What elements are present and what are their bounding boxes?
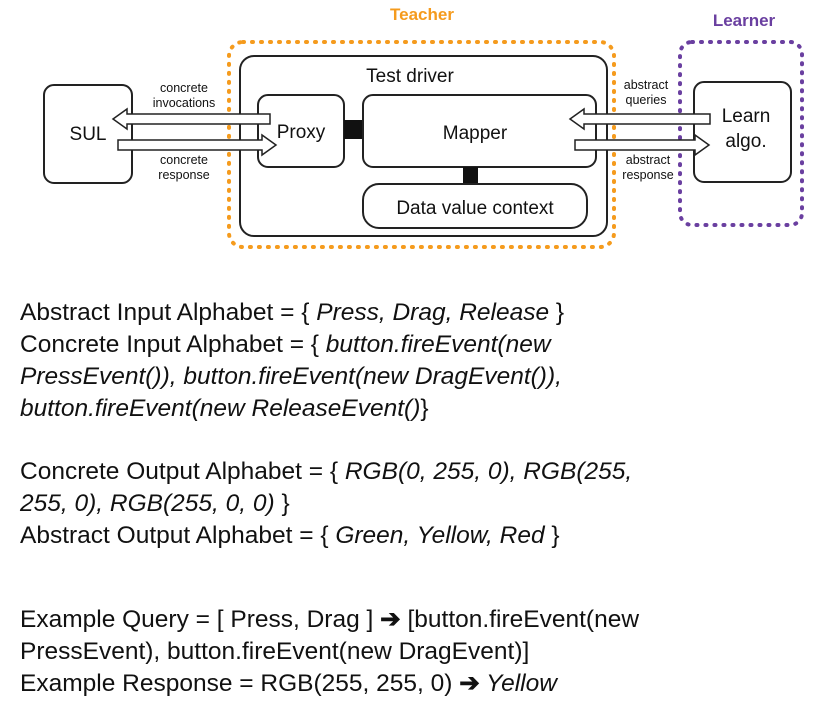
concrete-input-values-line2: PressEvent()), button.fireEvent(new Drag… (20, 363, 562, 390)
abstract-queries-label-line2: queries (626, 93, 667, 107)
abstract-output-values: Green, Yellow, Red (335, 522, 545, 549)
concrete-input-alphabet-line2: PressEvent()), button.fireEvent(new Drag… (20, 361, 562, 393)
learn-algo-box (693, 81, 792, 183)
proxy-label: Proxy (277, 122, 326, 143)
abstract-queries-arrow (568, 107, 711, 131)
sul-label: SUL (70, 124, 107, 145)
mapper-box (362, 94, 597, 168)
abstract-response-label-line2: response (622, 168, 673, 182)
abstract-input-alphabet: Abstract Input Alphabet = { Press, Drag,… (20, 297, 564, 329)
concrete-response-label-line2: response (158, 168, 209, 182)
learn-algo-label-line1: Learn (722, 106, 771, 127)
abstract-output-prefix: Abstract Output Alphabet = { (20, 522, 336, 549)
learner-label: Learner (713, 11, 776, 30)
abstract-input-suffix: } (549, 299, 565, 326)
concrete-response-arrow (117, 133, 278, 157)
abstract-input-prefix: Abstract Input Alphabet = { (20, 299, 317, 326)
abstract-input-values: Press, Drag, Release (316, 299, 550, 326)
concrete-output-values-line1: RGB(0, 255, 0), RGB(255, (344, 458, 633, 485)
teacher-learner-diagram: Teacher Learner Test driver SUL Proxy Ma… (43, 5, 804, 249)
example-query-rest-line1: [button.fireEvent(new (400, 606, 640, 633)
concrete-input-values-line1: button.fireEvent(new (325, 331, 551, 358)
concrete-invocations-arrow (111, 107, 271, 131)
concrete-input-alphabet-line1: Concrete Input Alphabet = { button.fireE… (20, 329, 551, 361)
concrete-input-prefix: Concrete Input Alphabet = { (20, 331, 326, 358)
concrete-input-suffix: } (420, 395, 429, 422)
right-arrow-icon: ➔ (380, 606, 401, 633)
concrete-output-prefix: Concrete Output Alphabet = { (20, 458, 345, 485)
concrete-response-label-line1: concrete (160, 153, 208, 167)
mapper-context-connector (463, 167, 478, 184)
learn-algo-label-line2: algo. (725, 131, 766, 152)
example-response-prefix: Example Response = RGB(255, 255, 0) (20, 670, 460, 697)
concrete-output-suffix: } (274, 490, 290, 517)
abstract-response-label-line1: abstract (626, 153, 671, 167)
concrete-input-values-line3: button.fireEvent(new ReleaseEvent() (20, 395, 421, 422)
example-query-line2: PressEvent), button.fireEvent(new DragEv… (20, 636, 529, 668)
test-driver-label: Test driver (366, 66, 454, 87)
concrete-input-alphabet-line3: button.fireEvent(new ReleaseEvent()} (20, 393, 429, 425)
example-response-value: Yellow (479, 670, 557, 697)
abstract-response-arrow (574, 133, 711, 157)
example-query-rest-line2: PressEvent), button.fireEvent(new DragEv… (20, 638, 530, 665)
abstract-queries-label-line1: abstract (624, 78, 669, 92)
example-query-line1: Example Query = [ Press, Drag ] ➔ [butto… (20, 604, 639, 636)
concrete-output-values-line2: 255, 0), RGB(255, 0, 0) (20, 490, 275, 517)
learner-region (678, 40, 804, 227)
mapper-label: Mapper (443, 123, 508, 144)
abstract-output-suffix: } (544, 522, 560, 549)
data-value-context-box (362, 183, 588, 229)
abstract-output-alphabet: Abstract Output Alphabet = { Green, Yell… (20, 520, 560, 552)
teacher-label: Teacher (390, 5, 454, 24)
concrete-invocations-label-line1: concrete (160, 81, 208, 95)
proxy-mapper-connector (344, 120, 363, 139)
concrete-invocations-label-line2: invocations (153, 96, 216, 110)
right-arrow-icon: ➔ (459, 670, 480, 697)
sul-box (43, 84, 133, 184)
data-value-context-label: Data value context (396, 198, 554, 219)
concrete-output-alphabet-line2: 255, 0), RGB(255, 0, 0) } (20, 488, 290, 520)
concrete-output-alphabet-line1: Concrete Output Alphabet = { RGB(0, 255,… (20, 456, 632, 488)
example-response: Example Response = RGB(255, 255, 0) ➔ Ye… (20, 668, 557, 700)
example-query-prefix: Example Query = [ Press, Drag ] (20, 606, 381, 633)
